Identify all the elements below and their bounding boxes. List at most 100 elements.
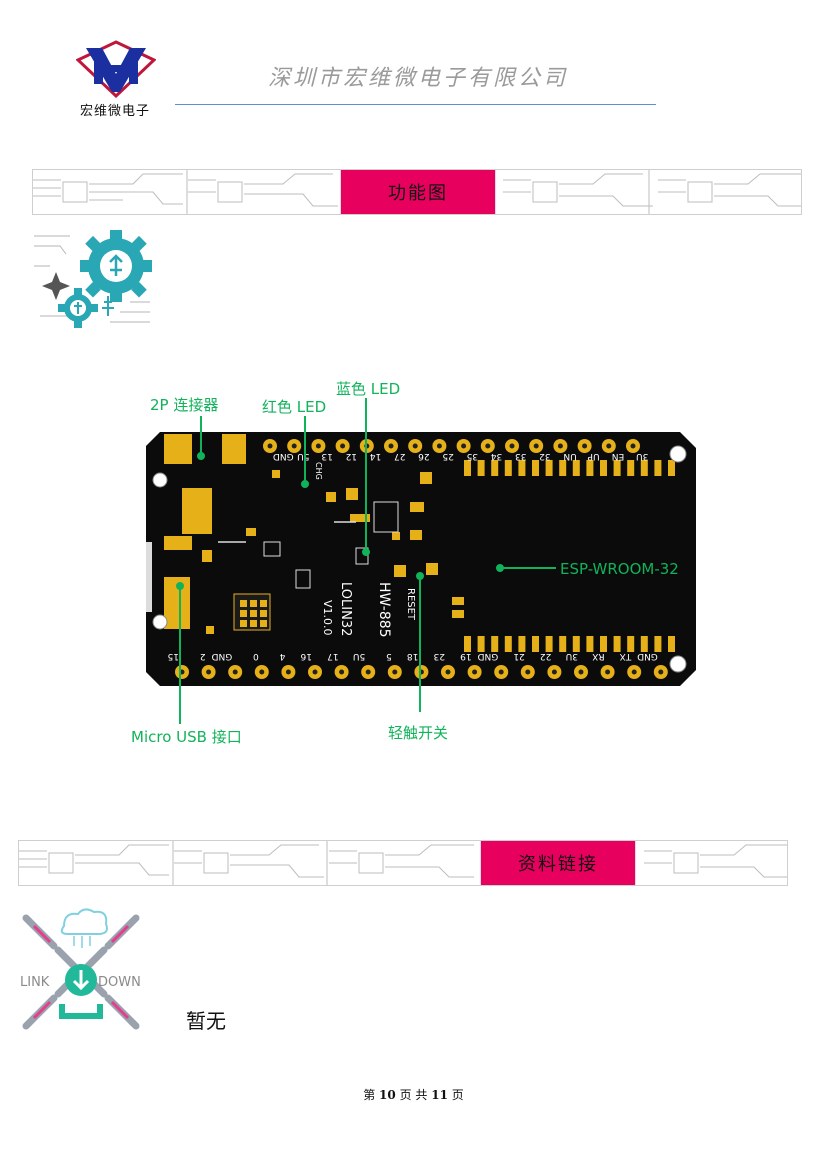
esp-pad (518, 636, 526, 652)
section-banner-links: 资料链接 (18, 840, 788, 886)
bottom-pin-hole (658, 669, 664, 675)
top-pin-hole (388, 443, 394, 449)
esp-pad (532, 636, 539, 652)
bottom-pin-label: 16 (300, 651, 312, 661)
chip-pad (240, 610, 247, 617)
esp-pad (545, 460, 553, 476)
bottom-pin-hole (312, 669, 318, 675)
section-title-function: 功能图 (341, 170, 495, 214)
esp-pad (613, 460, 621, 476)
esp-pad (640, 460, 648, 476)
esp-pad (586, 460, 594, 476)
top-pin-label: UP (587, 451, 600, 461)
bottom-pin-hole (365, 669, 371, 675)
esp-pad (504, 636, 512, 652)
top-pin-label: EN (612, 451, 624, 461)
bottom-pin-hole (206, 669, 212, 675)
top-pin-label: GND (273, 451, 294, 461)
bottom-pin-hole (232, 669, 238, 675)
board-name-text: LOLIN32 (338, 582, 353, 636)
bottom-pin-label: GND (637, 651, 658, 661)
top-pin-hole (461, 443, 467, 449)
top-pin-label: 32 (539, 451, 550, 461)
circuit-pattern-decoration (33, 170, 801, 214)
top-pin-label: 33 (515, 451, 526, 461)
top-pin-label: 27 (394, 451, 405, 461)
chip-pad (260, 620, 267, 627)
bottom-pin-label: 3U (566, 651, 578, 661)
company-logo (75, 40, 157, 99)
esp-pad (464, 636, 471, 652)
bottom-pin-label: GND (477, 651, 498, 661)
esp-pad (532, 460, 539, 476)
top-pin-label: 5U (297, 451, 309, 461)
bottom-pin-hole (472, 669, 478, 675)
esp-pad (586, 636, 594, 652)
section-banner-function: 功能图 (32, 169, 802, 215)
top-pin-hole (509, 443, 515, 449)
esp-pad (613, 636, 621, 652)
bottom-pin-label: 0 (253, 651, 259, 661)
top-pin-hole (364, 443, 370, 449)
bottom-pin-hole (605, 669, 611, 675)
esp-pad (668, 460, 675, 476)
chip-pad (250, 620, 257, 627)
board-version-text: V1.0.0 (321, 600, 334, 636)
top-pin-label: 25 (442, 451, 453, 461)
esp-pad (559, 636, 567, 652)
footer-middle: 页 共 (399, 1088, 428, 1102)
top-pin-hole (291, 443, 297, 449)
gear-icon (30, 226, 154, 334)
top-pin-label: 34 (491, 451, 503, 461)
bottom-pin-hole (445, 669, 451, 675)
footer-total-pages: 11 (431, 1088, 448, 1102)
top-pin-hole (630, 443, 636, 449)
bottom-pin-hole (498, 669, 504, 675)
esp-pad (572, 460, 580, 476)
top-pin-hole (267, 443, 273, 449)
esp-pad (654, 636, 662, 652)
link-download-icon: LINK DOWN (18, 906, 144, 1038)
esp-pad (668, 636, 675, 652)
top-pin-hole (533, 443, 539, 449)
footer-page-number: 10 (379, 1088, 396, 1102)
esp-pad (600, 636, 607, 652)
label-esp-module: ESP-WROOM-32 (560, 560, 679, 578)
top-pin-label: 14 (370, 451, 382, 461)
chip-pad (250, 600, 257, 607)
top-pin-hole (340, 443, 346, 449)
bottom-pin-label: 15 (168, 651, 179, 661)
chip-pad (240, 620, 247, 627)
esp-pad (627, 636, 635, 652)
top-pin-hole (582, 443, 588, 449)
label-blue-led: 蓝色 LED (336, 380, 401, 398)
top-pin-label: 35 (467, 451, 478, 461)
esp-pad (518, 460, 526, 476)
label-red-led: 红色 LED (262, 398, 327, 416)
board-model-text: HW-885 (376, 582, 392, 638)
top-pin-hole (412, 443, 418, 449)
top-pin-hole (485, 443, 491, 449)
bottom-pin-hole (179, 669, 185, 675)
label-tact-switch: 轻触开关 (388, 724, 449, 742)
chip-pad (260, 600, 267, 607)
esp-pad (600, 460, 607, 476)
bottom-pin-label: 5U (353, 651, 365, 661)
icon-word-down: DOWN (98, 975, 141, 990)
company-name: 深圳市宏维微电子有限公司 (268, 66, 569, 91)
logo-caption: 宏维微电子 (79, 104, 150, 119)
footer-suffix: 页 (451, 1088, 464, 1102)
bottom-pin-label: 17 (327, 651, 338, 661)
esp-pad (640, 636, 648, 652)
top-pin-hole (315, 443, 321, 449)
top-pin-label: 13 (321, 451, 332, 461)
page-footer: 第 10 页 共 11 页 (0, 1086, 827, 1103)
esp-pad (464, 460, 471, 476)
bottom-pin-label: 18 (407, 651, 419, 661)
top-pin-label: 12 (346, 451, 357, 461)
esp-pad (654, 460, 662, 476)
top-pin-hole (436, 443, 442, 449)
chip-pad (240, 600, 247, 607)
esp-pad (491, 460, 499, 476)
